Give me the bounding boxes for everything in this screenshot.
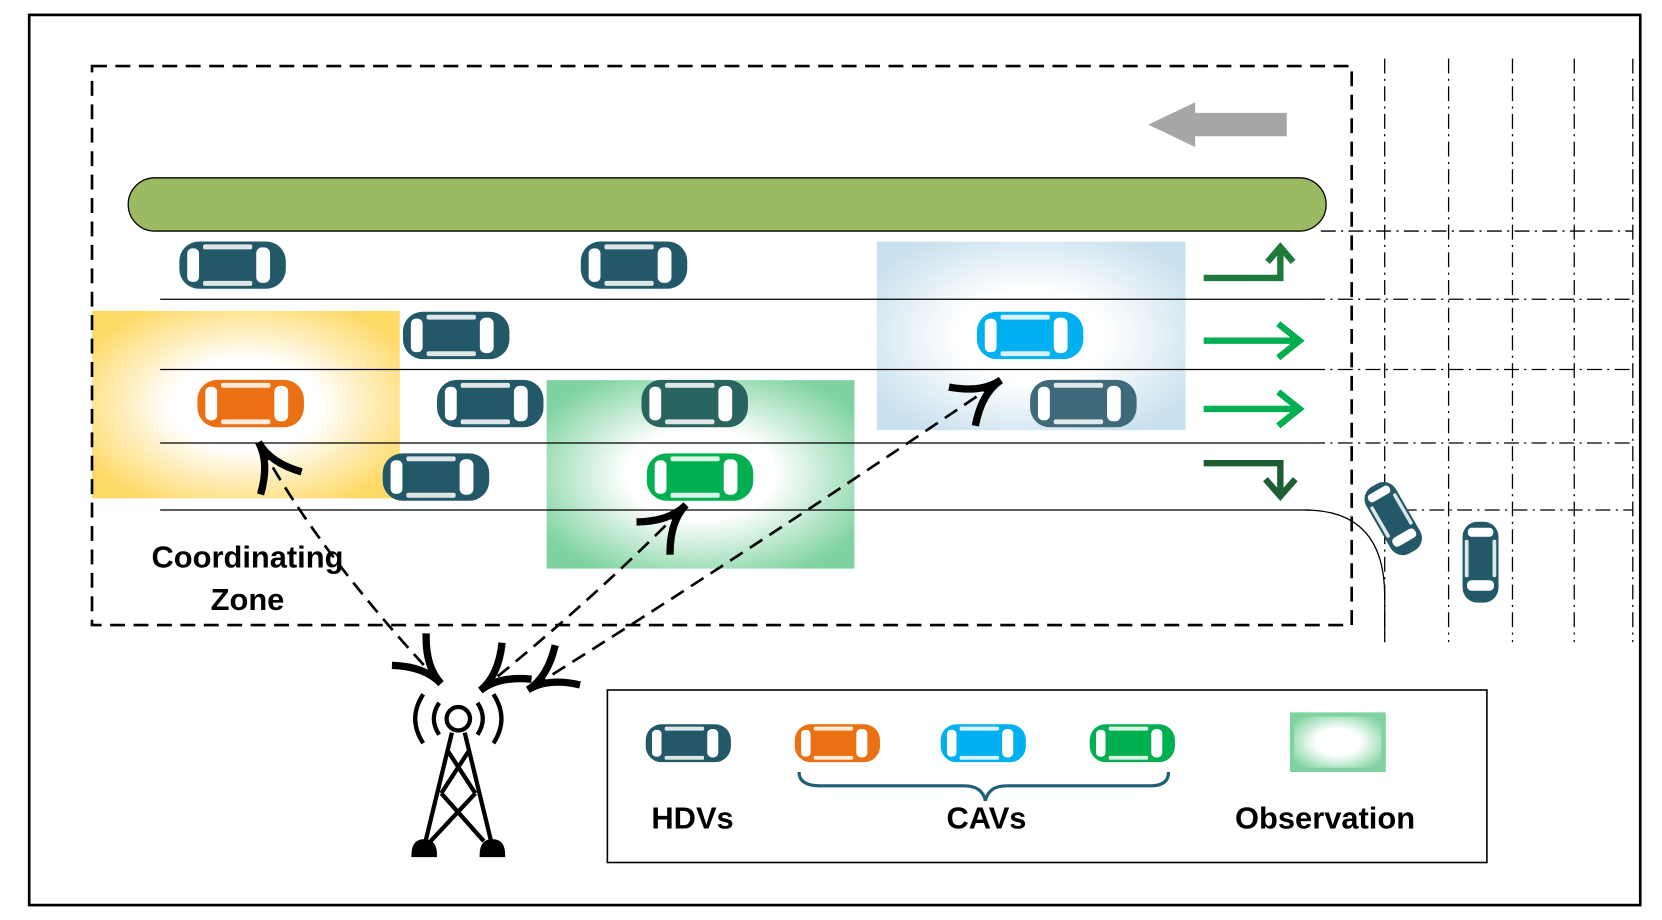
car-icon (382, 453, 490, 501)
lane-arrows (1203, 242, 1305, 502)
cav-blue-car-icon (976, 311, 1084, 360)
car-icon (1030, 379, 1137, 428)
legend-cav-green-car-icon (1089, 724, 1175, 763)
cav-orange-car-icon (197, 379, 304, 428)
legend-cav-blue-car-icon (940, 724, 1026, 763)
turn-left-arrow-icon (1203, 242, 1296, 282)
cav-brace (797, 771, 1171, 802)
legend-hdv-car-icon (645, 724, 731, 763)
intersection-grid (1310, 58, 1634, 643)
road-curb-curve (1304, 509, 1386, 643)
traffic-direction-arrow-icon (1148, 102, 1287, 147)
turn-right-arrow-icon (1203, 460, 1298, 502)
legend-hdv-label: HDVs (651, 800, 733, 835)
legend-cav-label: CAVs (946, 800, 1026, 835)
median-strip (127, 177, 1327, 232)
car-icon (179, 241, 286, 289)
radio-tower-icon (411, 693, 506, 858)
legend-observation-label: Observation (1235, 800, 1415, 835)
outer-frame (27, 13, 1642, 907)
car-icon (402, 311, 510, 360)
zone-label-line2: Zone (211, 582, 285, 617)
car-icon (1359, 476, 1428, 561)
straight-arrow-icon (1203, 389, 1305, 429)
legend-cav-orange-car-icon (794, 724, 880, 763)
legend-observation-swatch (1289, 712, 1386, 772)
car-icon (641, 379, 748, 428)
car-icon (437, 379, 544, 428)
zone-label-line1: Coordinating (151, 540, 343, 575)
cav-green-car-icon (646, 453, 754, 501)
straight-arrow-icon (1203, 321, 1305, 361)
communication-links (255, 376, 1004, 694)
car-icon (1462, 521, 1499, 603)
car-icon (580, 241, 688, 289)
legend: HDVs CAVs Observation (606, 689, 1488, 864)
